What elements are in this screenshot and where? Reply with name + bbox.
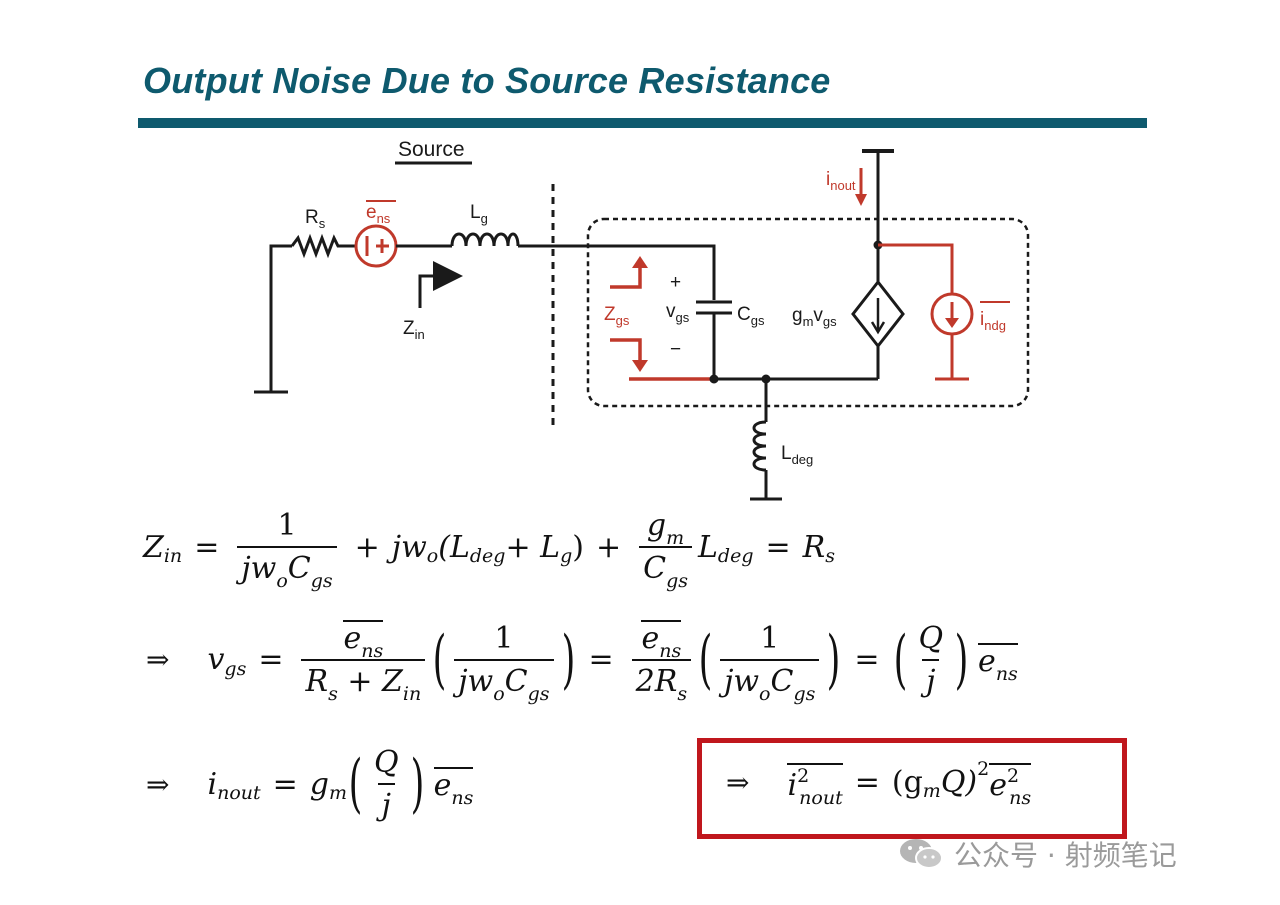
indg-wire	[878, 243, 954, 294]
ldeg-inductor	[752, 420, 767, 472]
lg-label: Lg	[470, 202, 488, 226]
inout-label: inout	[826, 169, 856, 193]
watermark-text: 公众号 · 射频笔记	[954, 839, 1177, 872]
ens-label: ens	[366, 202, 391, 226]
wechat-icon	[900, 839, 943, 869]
vgs-plus: +	[670, 272, 681, 293]
lg-inductor	[450, 232, 520, 247]
gm-dependent-source	[851, 279, 905, 349]
vgs-minus: −	[670, 339, 681, 360]
source-ground-wire	[254, 244, 292, 394]
indg-label: indg	[980, 309, 1006, 333]
zgs-label: Zgs	[604, 304, 630, 328]
watermark: 公众号 · 射频笔记	[898, 834, 1177, 874]
cgs-label: Cgs	[737, 304, 765, 328]
zgs-arrows	[610, 266, 714, 381]
ldeg-label: Ldeg	[781, 443, 813, 467]
rs-label: Rs	[305, 207, 326, 231]
ens-voltage-source	[354, 224, 398, 268]
rs-resistor	[290, 233, 355, 259]
vgs-label: vgs	[666, 301, 690, 325]
source-label: Source	[398, 138, 465, 161]
result-highlight-box	[697, 738, 1127, 839]
gate-wire	[518, 244, 716, 300]
zin-arrow	[418, 261, 463, 308]
indg-current-source	[930, 292, 974, 336]
zin-label: Zin	[403, 318, 425, 342]
circuit-schematic: Source Rs ens Lg Zin Cgs + vgs − Zgs	[254, 138, 1030, 501]
title-divider	[138, 118, 1147, 128]
slide-title: Output Noise Due to Source Resistance	[143, 60, 831, 101]
gm-vgs-label: gmvgs	[792, 305, 837, 329]
